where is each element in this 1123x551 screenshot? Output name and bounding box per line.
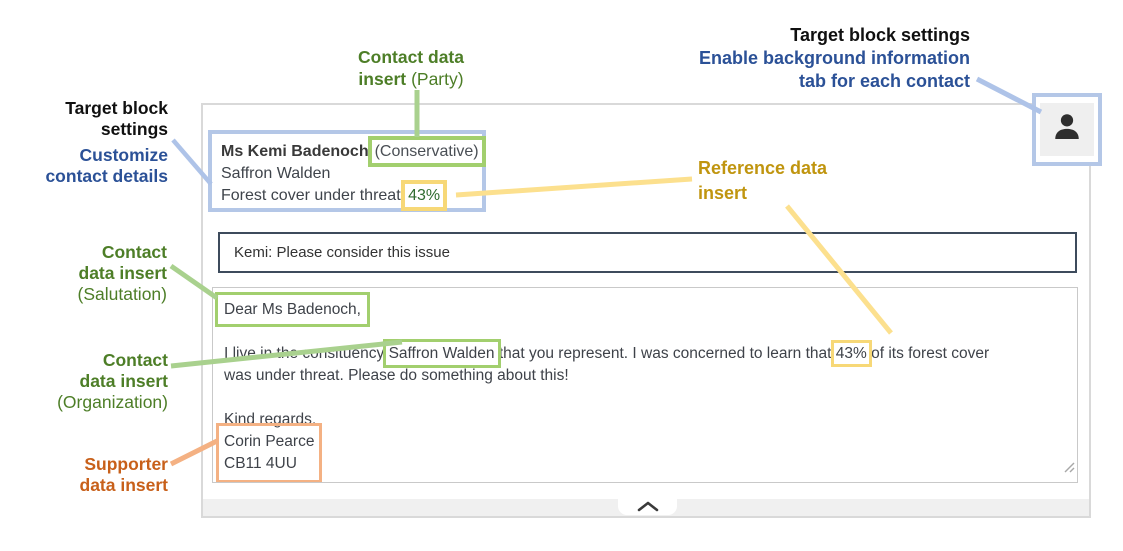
annotation-target-block-settings-left: Target block settings Customize contact … <box>20 98 168 187</box>
person-silhouette-icon <box>1051 111 1083 148</box>
annotation-line: data insert <box>79 371 169 391</box>
message-salutation-line: Dear Ms Badenoch, <box>215 292 1077 327</box>
message-paragraph-line-1: I live in the consituency Saffron Walden… <box>224 339 1077 368</box>
target-block-contact-details[interactable]: Ms Kemi Badenoch(Conservative) Saffron W… <box>208 130 486 212</box>
annotation-line: insert <box>698 183 748 203</box>
contact-party-highlight: (Conservative) <box>367 136 486 167</box>
annotation-contact-data-insert-salutation: Contact data insert (Salutation) <box>30 242 168 305</box>
annotation-line: (Salutation) <box>77 284 168 304</box>
reference-highlight: 43% <box>830 340 872 367</box>
organization-highlight: Saffron Walden <box>382 339 501 368</box>
body-text: I live in the consituency <box>224 345 389 362</box>
message-body-textarea[interactable]: Dear Ms Badenoch, I live in the consitue… <box>212 287 1078 483</box>
signature-name: Corin Pearce <box>224 433 315 450</box>
annotation-reference-data-insert: Reference data insert <box>698 156 868 206</box>
annotation-line: Enable background information <box>698 48 970 68</box>
body-text: that you represent. I was concerned to l… <box>494 345 836 362</box>
salutation-highlight: Dear Ms Badenoch, <box>215 292 370 327</box>
annotation-line: insert(Party) <box>358 69 464 89</box>
message-paragraph-line-2: was under threat. Please do something ab… <box>224 367 569 384</box>
annotation-target-block-settings-right: Target block settings Enable background … <box>640 24 970 93</box>
annotation-line: contact details <box>45 166 168 186</box>
collapse-panel-button[interactable] <box>618 499 677 515</box>
annotation-line: Contact <box>101 242 167 262</box>
contact-reference-line: Forest cover under threat:43% <box>221 180 482 211</box>
background-information-tab[interactable] <box>1032 93 1102 166</box>
contact-name-line: Ms Kemi Badenoch(Conservative) <box>221 136 486 167</box>
annotation-line: Target block settings <box>790 25 970 45</box>
supporter-signature-highlight: Corin Pearce CB11 4UU <box>215 423 323 482</box>
annotation-line: settings <box>100 119 168 139</box>
annotation-line: tab for each contact <box>798 71 970 91</box>
annotation-contact-data-insert-party: Contact data insert(Party) <box>341 46 481 90</box>
subject-input[interactable] <box>218 232 1077 273</box>
blank-line <box>224 321 1077 343</box>
chevron-up-icon <box>636 500 660 515</box>
annotation-line: Supporter <box>84 454 168 474</box>
reference-label: Forest cover under threat: <box>221 187 406 204</box>
annotation-supporter-data-insert: Supporter data insert <box>30 454 169 496</box>
message-closing-line: Kind regards, <box>224 411 317 428</box>
annotation-line: Contact data <box>358 47 464 67</box>
blank-line <box>224 387 1077 409</box>
signature-postcode: CB11 4UU <box>224 455 297 472</box>
annotation-line: Reference data <box>698 158 828 178</box>
annotation-line: Customize <box>79 145 168 165</box>
annotation-line: data insert <box>79 475 169 495</box>
person-icon-square <box>1040 103 1094 156</box>
annotation-line: data insert <box>78 263 168 283</box>
contact-name: Ms Kemi Badenoch <box>221 143 369 160</box>
annotation-contact-data-insert-organization: Contact data insert (Organization) <box>25 350 168 413</box>
annotation-line: (Organization) <box>57 392 168 412</box>
annotation-line: Target block <box>65 98 168 118</box>
reference-value-highlight: 43% <box>401 180 448 211</box>
contact-constituency: Saffron Walden <box>221 165 331 182</box>
resize-handle-icon[interactable] <box>1063 458 1075 480</box>
body-text: of its forest cover <box>866 345 990 362</box>
annotation-line: Contact <box>102 350 168 370</box>
